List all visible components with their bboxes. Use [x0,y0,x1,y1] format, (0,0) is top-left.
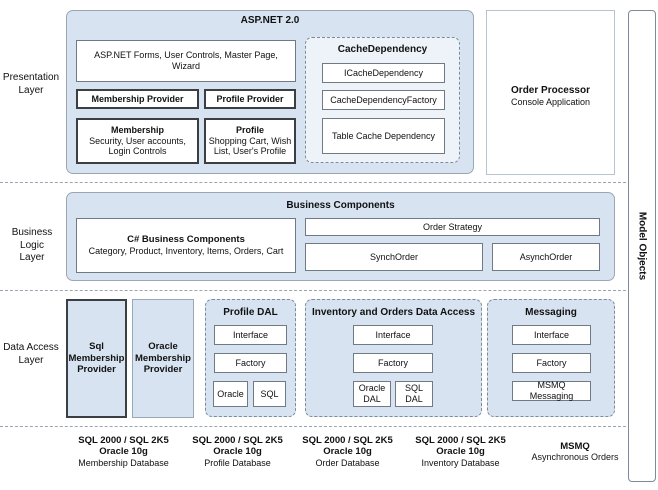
cache-dependency-title: CacheDependency [337,44,428,55]
model-objects-label: Model Objects [636,211,648,281]
order-processor-title: Order Processor [511,85,590,96]
profile-desc: Shopping Cart, Wish List, User's Profile [208,135,292,157]
csharp-components-desc: Category, Product, Inventory, Items, Ord… [88,245,284,256]
inventory-interface-box: Interface [353,325,433,345]
inventory-factory-box: Factory [353,353,433,373]
membership-box: Membership Security, User accounts, Logi… [76,118,199,164]
layer-separator [0,290,626,291]
db-line3: Membership Database [78,457,169,468]
profile-provider-label: Profile Provider [216,93,284,104]
cache-item: ICacheDependency [322,63,445,83]
msmq-title: MSMQ [560,441,590,452]
membership-title: Membership [110,124,164,135]
oracle-membership-provider-label: Oracle Membership Provider [135,341,191,376]
msmq-messaging-box: MSMQ Messaging [512,380,591,401]
membership-desc: Security, User accounts, Login Controls [89,135,186,157]
cache-item: CacheDependencyFactory [322,90,445,110]
model-objects-bar: Model Objects [628,10,656,482]
sql-membership-provider-label: Sql Membership Provider [68,341,125,376]
inventory-database: SQL 2000 / SQL 2K5 Oracle 10g Inventory … [403,435,518,481]
profile-sql-box: SQL [253,381,286,407]
db-line1: SQL 2000 / SQL 2K5 [302,435,393,446]
db-line3: Order Database [315,457,380,468]
asynch-order-box: AsynchOrder [492,243,600,271]
profile-factory-box: Factory [214,353,287,373]
oracle-membership-provider-box: Oracle Membership Provider [132,299,194,418]
profile-interface-box: Interface [214,325,287,345]
data-access-layer-label: Data Access Layer [3,342,59,366]
order-database: SQL 2000 / SQL 2K5 Oracle 10g Order Data… [290,435,405,481]
business-components-title: Business Components [286,200,395,211]
profile-box: Profile Shopping Cart, Wish List, User's… [204,118,296,164]
csharp-components-box: C# Business Components Category, Product… [76,218,296,273]
profile-title: Profile [235,124,264,135]
membership-provider-label: Membership Provider [91,93,184,104]
messaging-interface-box: Interface [512,325,591,345]
synch-order-box: SynchOrder [305,243,483,271]
msmq-subtitle: Asynchronous Orders [531,452,619,463]
messaging-factory-box: Factory [512,353,591,373]
presentation-layer-label: Presentation Layer [2,72,60,96]
order-strategy-box: Order Strategy [305,218,600,236]
db-line1: SQL 2000 / SQL 2K5 [78,435,169,446]
layer-separator [0,426,626,427]
order-processor-subtitle: Console Application [510,97,591,107]
inventory-oracle-dal-box: Oracle DAL [353,381,391,407]
aspnet-forms-box: ASP.NET Forms, User Controls, Master Pag… [76,40,296,82]
membership-provider-box: Membership Provider [76,89,199,109]
layer-separator [0,182,626,183]
db-line2: Oracle 10g [323,446,372,458]
order-processor-box: Order Processor Console Application [486,10,615,175]
profile-oracle-box: Oracle [213,381,248,407]
profile-database: SQL 2000 / SQL 2K5 Oracle 10g Profile Da… [180,435,295,481]
db-line1: SQL 2000 / SQL 2K5 [415,435,506,446]
membership-database: SQL 2000 / SQL 2K5 Oracle 10g Membership… [66,435,181,481]
csharp-components-title: C# Business Components [127,234,245,246]
aspnet-title: ASP.NET 2.0 [240,15,300,26]
business-layer-label: Business Logic Layer [11,227,53,263]
db-line3: Profile Database [204,457,271,468]
db-line2: Oracle 10g [436,446,485,458]
inventory-orders-title: Inventory and Orders Data Access [311,307,476,318]
cache-item: Table Cache Dependency [322,118,445,154]
sql-membership-provider-box: Sql Membership Provider [66,299,127,418]
db-line2: Oracle 10g [213,446,262,458]
messaging-title: Messaging [525,307,577,318]
inventory-sql-dal-box: SQL DAL [395,381,433,407]
db-line2: Oracle 10g [99,446,148,458]
db-line3: Inventory Database [421,457,500,468]
msmq-queue: MSMQ Asynchronous Orders [520,441,630,487]
db-line1: SQL 2000 / SQL 2K5 [192,435,283,446]
profile-provider-box: Profile Provider [204,89,296,109]
profile-dal-title: Profile DAL [223,307,278,318]
